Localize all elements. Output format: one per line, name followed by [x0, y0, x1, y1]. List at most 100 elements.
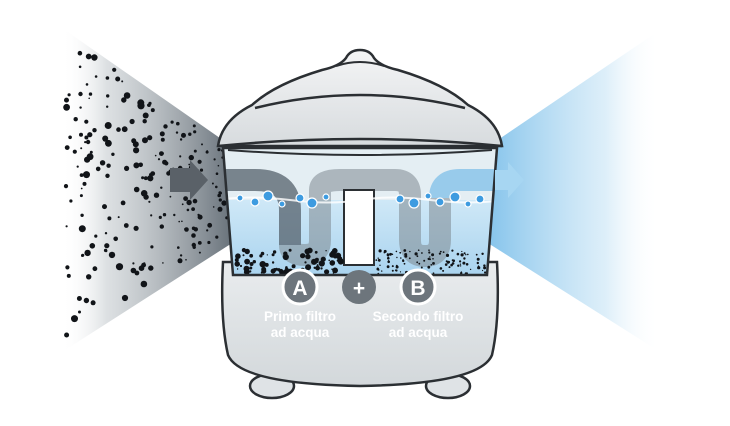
sediment-particle: [477, 266, 481, 270]
sediment-particle: [445, 260, 448, 263]
dust-particle: [170, 120, 174, 124]
dust-particle: [115, 263, 124, 271]
dust-particle: [129, 118, 135, 125]
dust-particle: [207, 240, 211, 245]
dust-particle: [188, 154, 194, 161]
sediment-particle: [427, 265, 431, 269]
dust-particle: [142, 137, 148, 144]
dust-particle: [138, 265, 145, 272]
sediment-particle: [328, 259, 331, 262]
dust-particle: [121, 126, 128, 133]
dust-particle: [85, 139, 91, 145]
water-bubbles: [236, 190, 485, 209]
sediment-particle: [318, 260, 325, 267]
dust-particle: [78, 65, 82, 69]
sediment-particle: [272, 268, 277, 272]
dust-particle: [79, 132, 83, 137]
sediment-particle: [439, 250, 442, 253]
sediment-particle: [331, 268, 333, 271]
sediment-particle: [387, 260, 391, 264]
dust-particle: [132, 262, 135, 265]
sediment-particle: [418, 262, 421, 265]
dust-particle: [213, 158, 216, 161]
sediment-particle: [239, 264, 243, 268]
sediment-particle: [249, 253, 254, 258]
filter-a-badge: A: [281, 268, 319, 306]
dust-particle: [103, 248, 108, 253]
water-bubble: [449, 191, 461, 203]
dust-particle: [82, 181, 87, 186]
dust-particle: [143, 262, 146, 265]
dust-particle: [85, 83, 89, 86]
dust-particle: [176, 121, 180, 126]
dust-particle: [215, 235, 219, 239]
dust-particle: [77, 50, 83, 56]
dust-particle: [163, 124, 168, 129]
dust-particle: [73, 117, 78, 122]
dust-particle: [150, 245, 154, 249]
dust-particle: [197, 241, 202, 245]
plus-badge: +: [342, 270, 376, 304]
sediment-particle: [456, 252, 460, 256]
dust-particle: [160, 137, 165, 142]
dust-particle: [123, 92, 131, 99]
sediment-particle: [325, 250, 327, 252]
sediment-particle: [409, 250, 411, 253]
dust-particle: [89, 243, 96, 249]
sediment-particle: [467, 253, 469, 256]
dust-particle: [150, 171, 156, 177]
dust-particle: [94, 75, 98, 78]
dust-particle: [88, 92, 93, 96]
sediment-particle: [317, 267, 319, 270]
water-bubble: [435, 197, 445, 207]
dust-particle: [130, 267, 137, 274]
dust-particle: [141, 176, 145, 180]
sediment-particle: [442, 251, 445, 254]
dust-particle: [69, 199, 73, 203]
sediment-particle: [469, 268, 472, 271]
sediment-particle: [332, 272, 335, 274]
water-bubble: [262, 190, 274, 202]
dust-particle: [133, 186, 140, 193]
dust-particle: [175, 131, 179, 134]
sediment-particle: [271, 253, 275, 257]
dust-particle: [95, 166, 101, 172]
dust-particle: [160, 186, 163, 189]
chamber-outline: [221, 146, 499, 277]
dirty-air-cone: [62, 28, 240, 352]
dust-particle: [123, 223, 129, 228]
sediment-particle: [306, 247, 313, 254]
water-bubble: [424, 192, 432, 200]
dust-particle: [179, 155, 182, 158]
dust-particle: [162, 159, 168, 165]
dust-particle: [91, 54, 98, 61]
sediment-particle: [416, 261, 419, 264]
sediment-particle: [465, 263, 469, 266]
sediment-particle: [423, 259, 426, 262]
sediment-particle: [444, 263, 448, 266]
sediment-particle: [431, 253, 435, 257]
filter-a-tube: [223, 169, 301, 245]
sediment-particle: [402, 259, 404, 261]
dust-particle: [111, 152, 115, 156]
sediment-particle: [461, 250, 463, 253]
dust-particle: [81, 253, 85, 257]
dust-particle: [107, 216, 112, 221]
dust-particle: [206, 229, 209, 232]
dust-particle: [142, 119, 147, 124]
sediment-particle: [399, 271, 402, 273]
sediment-particle: [236, 268, 239, 270]
sediment-particle: [386, 253, 390, 257]
dust-particle: [201, 143, 203, 146]
sediment-particle: [339, 260, 341, 262]
dust-particle: [68, 135, 72, 140]
sediment-particle: [329, 260, 336, 266]
dust-particle: [105, 76, 110, 80]
dust-particle: [197, 159, 202, 164]
sediment-particle: [313, 266, 316, 269]
dust-particle: [133, 162, 140, 169]
dust-particle: [199, 168, 204, 172]
sediment-particle: [403, 249, 407, 252]
sediment-particle: [445, 253, 450, 257]
